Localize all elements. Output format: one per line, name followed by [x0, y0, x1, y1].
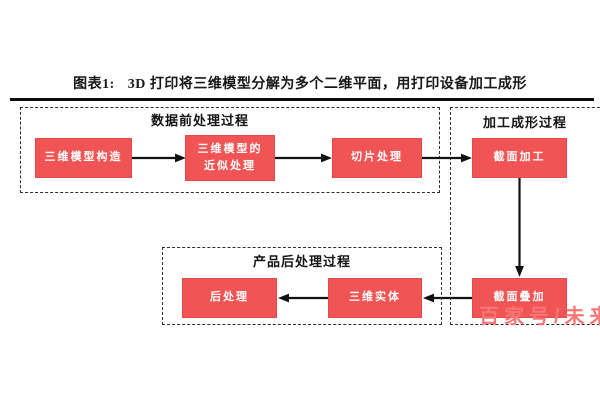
node-section-stacking: 截面叠加 [472, 278, 567, 318]
group-label-forming: 加工成形过程 [482, 115, 567, 130]
group-box-postprocess [162, 247, 442, 325]
group-box-preprocess [20, 107, 440, 193]
baijiahao-watermark: 百家号/未来 [479, 306, 600, 328]
node-slicing: 切片处理 [332, 138, 422, 178]
node-solid-entity: 三维实体 [328, 278, 422, 318]
node-model-approximation: 三维模型的 近似处理 [185, 135, 275, 181]
figure-title-text: 3D 打印将三维模型分解为多个二维平面，用打印设备加工成形 [127, 77, 527, 92]
title-divider-rule [10, 98, 594, 101]
group-label-postprocess: 产品后处理过程 [252, 254, 351, 269]
figure-number: 图表1: [73, 77, 115, 92]
node-post-processing: 后处理 [182, 278, 277, 318]
group-label-preprocess: 数据前处理过程 [150, 113, 249, 128]
group-box-forming [450, 107, 600, 325]
node-section-machining: 截面加工 [472, 138, 567, 178]
node-model-construction: 三维模型构造 [35, 138, 132, 178]
figure-title: 图表1: 3D 打印将三维模型分解为多个二维平面，用打印设备加工成形 [0, 73, 600, 93]
